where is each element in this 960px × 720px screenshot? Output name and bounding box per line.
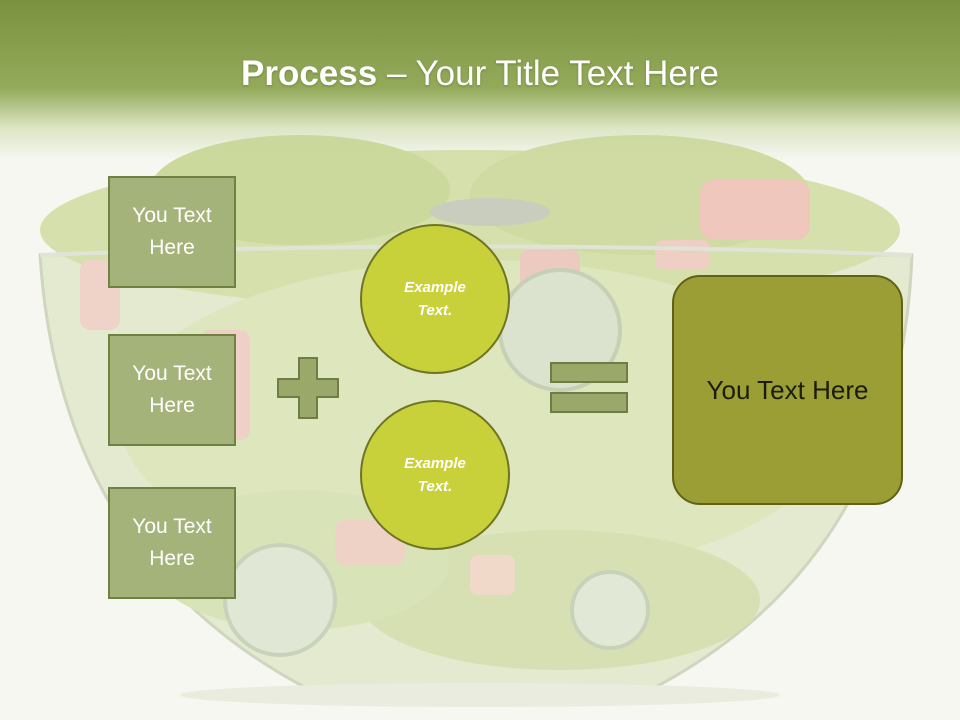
input-box-1-label: You Text Here	[132, 204, 212, 259]
plus-icon	[277, 357, 339, 419]
equals-icon	[550, 362, 628, 413]
title-bar	[0, 0, 960, 160]
example-circle-2-label: Example Text.	[404, 455, 466, 495]
input-box-2-label: You Text Here	[132, 362, 212, 417]
input-box-3-label: You Text Here	[132, 515, 212, 570]
result-box[interactable]: You Text Here	[672, 275, 903, 505]
example-circle-1-label: Example Text.	[404, 279, 466, 319]
example-circle-1[interactable]: Example Text.	[360, 224, 510, 374]
input-box-1[interactable]: You Text Here	[108, 176, 236, 288]
slide-title: Process – Your Title Text Here	[0, 50, 960, 98]
input-box-2[interactable]: You Text Here	[108, 334, 236, 446]
result-box-label: You Text Here	[706, 375, 869, 405]
input-box-3[interactable]: You Text Here	[108, 487, 236, 599]
title-bold: Process	[241, 54, 378, 93]
example-circle-2[interactable]: Example Text.	[360, 400, 510, 550]
title-rest: – Your Title Text Here	[377, 54, 719, 93]
